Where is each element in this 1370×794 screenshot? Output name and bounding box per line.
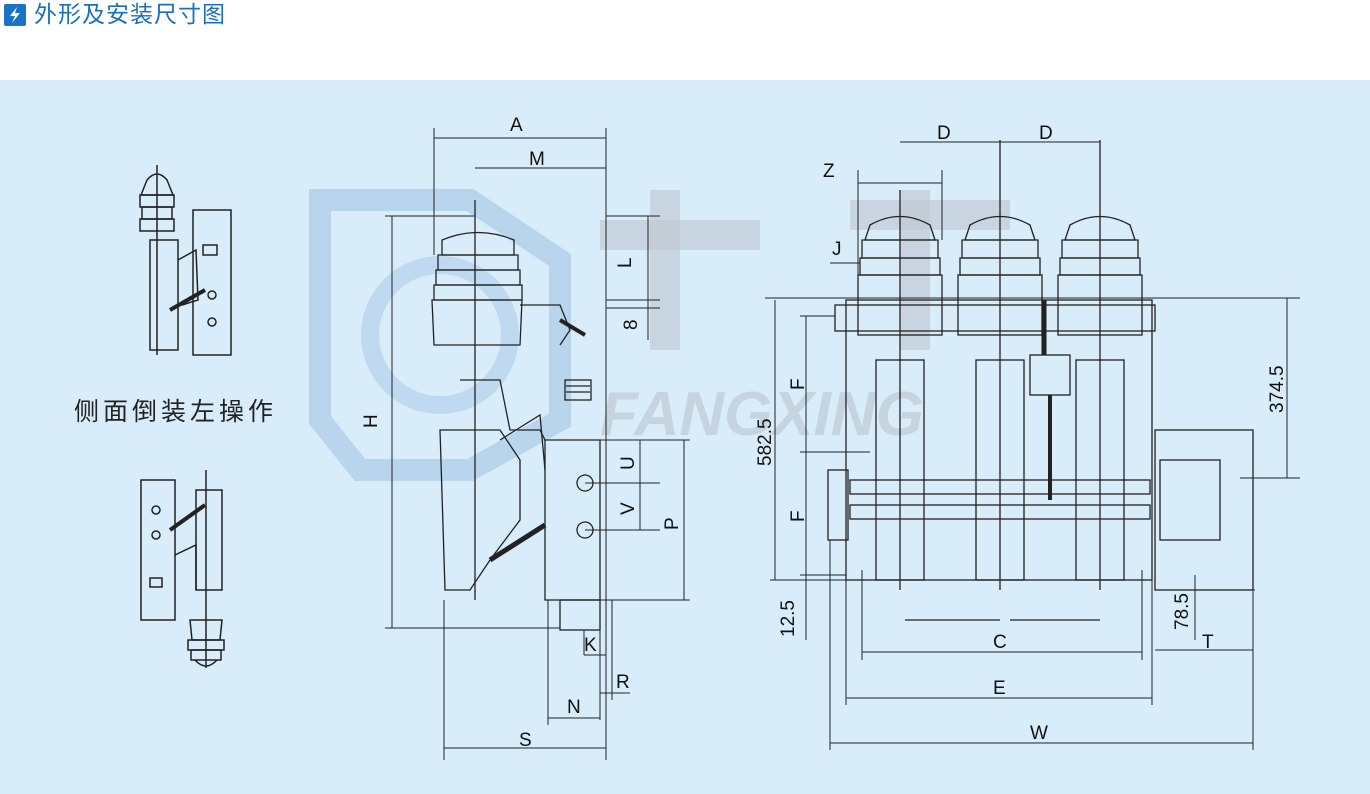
label-A: A (510, 115, 523, 136)
label-V: V (618, 502, 639, 515)
side-view-bottom (140, 470, 225, 668)
middle-dimensions (385, 128, 690, 760)
label-S: S (519, 730, 532, 751)
label-Z: Z (823, 161, 835, 182)
label-R: R (616, 672, 630, 693)
dimension-labels: A M L 8 H U V P K R N S D D Z J F F 582.… (361, 115, 1288, 751)
label-P: P (662, 517, 683, 530)
label-K: K (584, 635, 597, 656)
watermark-text: FANGXING (600, 380, 924, 449)
label-M: M (529, 149, 545, 170)
label-582-5: 582.5 (755, 418, 776, 466)
label-8: 8 (621, 319, 642, 330)
front-drawing (827, 140, 1254, 621)
watermark: FANGXING (309, 189, 1010, 481)
drawing-panel (0, 80, 1370, 794)
label-E: E (993, 678, 1006, 699)
label-12-5: 12.5 (778, 600, 799, 637)
label-H: H (361, 414, 382, 428)
side-view-caption: 侧面倒装左操作 (74, 397, 278, 426)
label-D2: D (1039, 123, 1053, 144)
label-L: L (615, 257, 636, 268)
label-F2: F (788, 510, 809, 522)
label-F1: F (788, 378, 809, 390)
label-J: J (832, 239, 842, 260)
label-W: W (1030, 723, 1048, 744)
side-view-top (139, 165, 232, 356)
label-78-5: 78.5 (1172, 593, 1193, 630)
label-C: C (993, 632, 1007, 653)
label-N: N (567, 697, 581, 718)
page-title: 外形及安装尺寸图 (34, 2, 226, 28)
header: 外形及安装尺寸图 (0, 0, 1370, 80)
label-D1: D (937, 123, 951, 144)
lightning-icon (4, 4, 26, 26)
label-T: T (1202, 632, 1214, 653)
front-dimensions (765, 141, 1300, 750)
middle-side-drawing (431, 200, 601, 631)
label-U: U (618, 456, 639, 470)
label-374-5: 374.5 (1267, 365, 1288, 413)
